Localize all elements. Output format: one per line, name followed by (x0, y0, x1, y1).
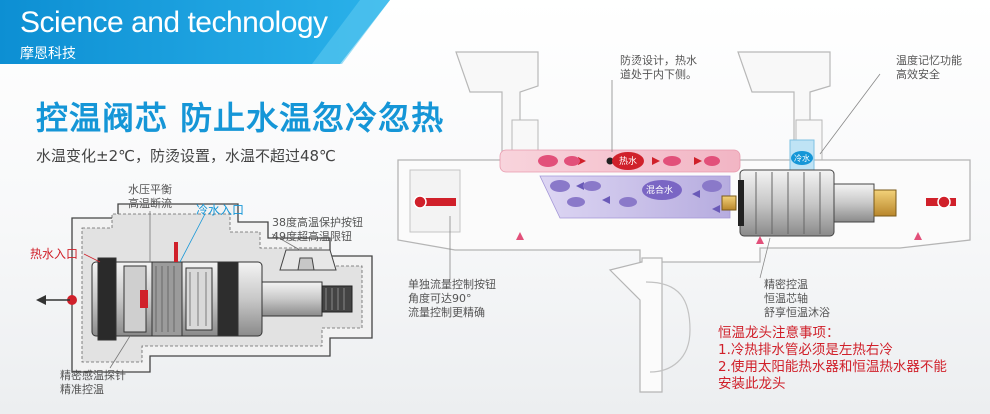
cold-water-label: 冷水 (794, 154, 810, 163)
notes-item: 2.使用太阳能热水器和恒温热水器不能 (718, 359, 947, 375)
banner-subtitle: 摩恩科技 (20, 46, 76, 62)
anti-scald-label: 防烫设计，热水 道处于内下侧。 (620, 54, 697, 81)
banner-background (0, 0, 390, 64)
notes-title: 恒温龙头注意事项： (718, 325, 840, 341)
notes-item: 1.冷热排水管必须是左热右冷 (718, 342, 893, 358)
banner-title: Science and technology (20, 6, 328, 39)
hot-water-label: 热水 (619, 157, 638, 167)
memory-label: 温度记忆功能 高效安全 (896, 54, 962, 81)
cartridge-section (36, 203, 373, 373)
mixed-water-label: 混合水 (646, 186, 674, 196)
precision-label: 精密控温 恒温芯轴 舒享恒温沐浴 (764, 278, 830, 319)
sensor-label: 精密感温探针 精准控温 (60, 369, 126, 396)
notes-block: 恒温龙头注意事项： 1.冷热排水管必须是左热右冷 2.使用太阳能热水器和恒温热水… (718, 325, 947, 393)
hot-inlet-label: 热水入口 (30, 247, 79, 261)
protection-label: 38度高温保护按钮 49度超高温限钮 (272, 216, 363, 243)
cold-inlet-label: 冷水入口 (196, 203, 245, 217)
subline: 水温变化±2℃，防烫设置，水温不超过48℃ (36, 147, 336, 165)
headline: 控温阀芯 防止水温忽冷忽热 (36, 99, 445, 137)
pressure-balance-label: 水压平衡 高温断流 (128, 183, 172, 210)
faucet-section (397, 51, 971, 393)
notes-item: 安装此龙头 (718, 376, 786, 392)
flow-button-label: 单独流量控制按钮 角度可达90° 流量控制更精确 (408, 278, 496, 319)
